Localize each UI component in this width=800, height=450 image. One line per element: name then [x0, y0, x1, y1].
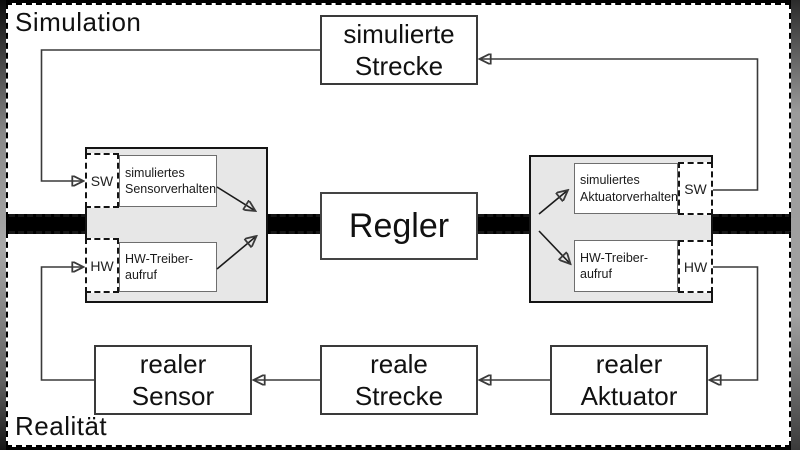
actuator-module: simuliertes Aktuatorverhalten SW HW-Trei… — [529, 155, 713, 303]
simulated-plant-box: simulierte Strecke — [320, 15, 478, 85]
actuator-behavior-line1: simuliertes — [580, 173, 640, 187]
frame-right-strip — [791, 0, 800, 450]
sensor-module-hw-box: HW — [85, 238, 119, 293]
simulated-plant-line1: simulierte — [343, 19, 455, 49]
actuator-hw-driver-line2: aufruf — [580, 267, 612, 281]
sensor-module-sw-label: SW — [90, 172, 114, 189]
simulation-region-label: Simulation — [15, 7, 142, 37]
real-sensor-line2: Sensor — [131, 381, 215, 411]
sensor-module: SW simuliertes Sensorverhalten HW HW-Tre… — [85, 147, 268, 303]
sensor-hw-driver-line1: HW-Treiber- — [125, 251, 194, 266]
actuator-hw-driver-line1: HW-Treiber- — [580, 250, 649, 265]
real-actuator-box: realer Aktuator — [550, 345, 708, 415]
simulated-sensor-behavior-box: simuliertes Sensorverhalten — [119, 155, 217, 207]
real-actuator-line2: Aktuator — [580, 381, 678, 411]
controller-label: Regler — [348, 207, 450, 245]
actuator-module-sw-box: SW — [678, 162, 713, 215]
actuator-module-sw-label: SW — [684, 180, 707, 197]
simulated-actuator-behavior-box: simuliertes Aktuatorverhalten — [574, 163, 678, 214]
real-plant-line2: Strecke — [354, 381, 444, 411]
real-plant-box: reale Strecke — [320, 345, 478, 415]
actuator-behavior-line2: Aktuatorverhalten — [580, 189, 678, 204]
actuator-hw-driver-box: HW-Treiber- aufruf — [574, 240, 678, 292]
real-sensor-box: realer Sensor — [94, 345, 252, 415]
frame-top-strip — [0, 0, 800, 3]
reality-region-label: Realität — [15, 411, 108, 441]
sensor-behavior-line2: Sensorverhalten — [125, 182, 217, 196]
sensor-hw-driver-box: HW-Treiber- aufruf — [119, 242, 217, 292]
real-actuator-line1: realer — [595, 349, 663, 379]
frame-left-strip — [0, 0, 6, 450]
sensor-behavior-line1: simuliertes — [125, 165, 185, 180]
sensor-module-hw-label: HW — [90, 257, 114, 274]
frame-bottom-strip — [0, 447, 800, 450]
simulated-plant-line2: Strecke — [354, 51, 444, 81]
actuator-module-hw-label: HW — [683, 258, 708, 275]
actuator-module-hw-box: HW — [678, 240, 713, 293]
controller-box: Regler — [320, 192, 478, 260]
wire-actuator-hw-to-real-actuator — [710, 266, 759, 380]
real-plant-line1: reale — [370, 349, 428, 379]
sensor-module-sw-box: SW — [85, 153, 119, 208]
real-sensor-line1: realer — [139, 349, 207, 379]
sensor-hw-driver-line2: aufruf — [125, 268, 157, 282]
